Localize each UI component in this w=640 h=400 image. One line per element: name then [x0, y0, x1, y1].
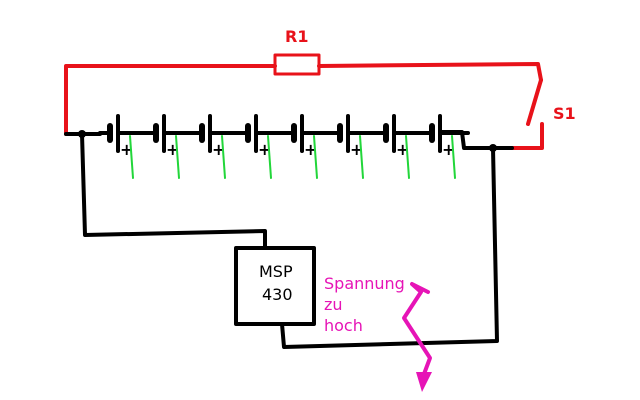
switch-contact — [510, 122, 544, 150]
mcu-label-line2: 430 — [262, 285, 293, 304]
warning-label-line1: Spannung — [324, 274, 405, 293]
switch-label: S1 — [553, 104, 576, 123]
black-wires — [64, 130, 514, 349]
resistor-label: R1 — [285, 27, 309, 46]
battery-pack: ++++++++ — [98, 114, 470, 179]
mcu-label-line1: MSP — [259, 262, 293, 281]
cell-tap-line — [175, 135, 180, 179]
warning-label-line2: zu — [324, 295, 343, 314]
left-junction — [78, 130, 86, 138]
red-wire-left — [64, 64, 277, 136]
left-wire-to-mcu — [80, 132, 267, 250]
cell-tap-line — [313, 135, 318, 179]
mcu-chip — [234, 246, 316, 326]
switch-icon — [526, 78, 543, 126]
cell-tap-line — [359, 135, 364, 179]
cell-tap-line — [405, 135, 410, 179]
resistor-icon — [273, 53, 321, 76]
cell-tap-line — [129, 135, 134, 179]
lightning-arrow-icon — [402, 282, 432, 392]
right-junction — [489, 144, 497, 152]
cell-tap-line — [221, 135, 226, 179]
cell-tap-line — [451, 135, 456, 179]
cell-tap-line — [267, 135, 272, 179]
red-loop — [64, 53, 544, 150]
warning-label-line3: hoch — [324, 316, 363, 335]
mcu-return-wire — [280, 146, 499, 349]
red-wire-right — [317, 62, 543, 82]
